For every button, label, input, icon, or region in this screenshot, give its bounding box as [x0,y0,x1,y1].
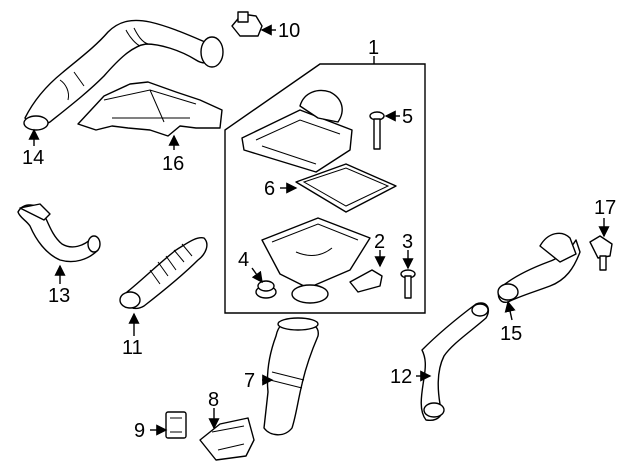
part-4-grommet [255,280,277,299]
callout-13: 13 [48,285,70,307]
part-3-bolt [400,269,416,299]
callout-3: 3 [402,231,413,253]
callout-4: 4 [238,249,249,271]
leader-lines [28,24,610,436]
part-5-bolt [369,111,385,150]
part-6-filter-element [295,163,397,213]
callout-14: 14 [22,147,44,169]
part-1-air-cleaner-lid [241,89,353,173]
callout-2: 2 [374,231,385,253]
callout-5: 5 [402,106,413,128]
callout-10: 10 [278,20,300,42]
part-11-corrugated-hose [119,236,208,310]
callout-12: 12 [390,366,412,388]
assembly-box [224,63,426,314]
part-16-air-guide [77,81,223,137]
part-10-sensor [231,11,263,37]
callout-8: 8 [208,389,219,411]
callout-7: 7 [244,370,255,392]
callout-16: 16 [162,153,184,175]
callout-9: 9 [134,420,145,442]
callout-1: 1 [368,37,379,59]
part-8-duct [199,417,255,461]
part-7-resonator-duct [263,317,319,436]
part-12-hose [420,302,490,421]
callout-labels: 1 2 3 4 5 6 7 8 9 10 11 12 13 14 15 16 1… [22,20,616,442]
part-17-sensor [589,235,613,271]
part-15-duct [497,232,581,303]
callout-11: 11 [122,337,143,359]
part-9-clip [165,411,187,439]
callout-17: 17 [594,197,616,219]
callout-6: 6 [264,178,275,200]
part-13-hose [17,203,101,263]
part-1-lower-housing [261,217,371,304]
part-14-air-intake-duct [23,19,224,131]
part-2-bracket [349,269,383,293]
callout-15: 15 [500,323,522,345]
